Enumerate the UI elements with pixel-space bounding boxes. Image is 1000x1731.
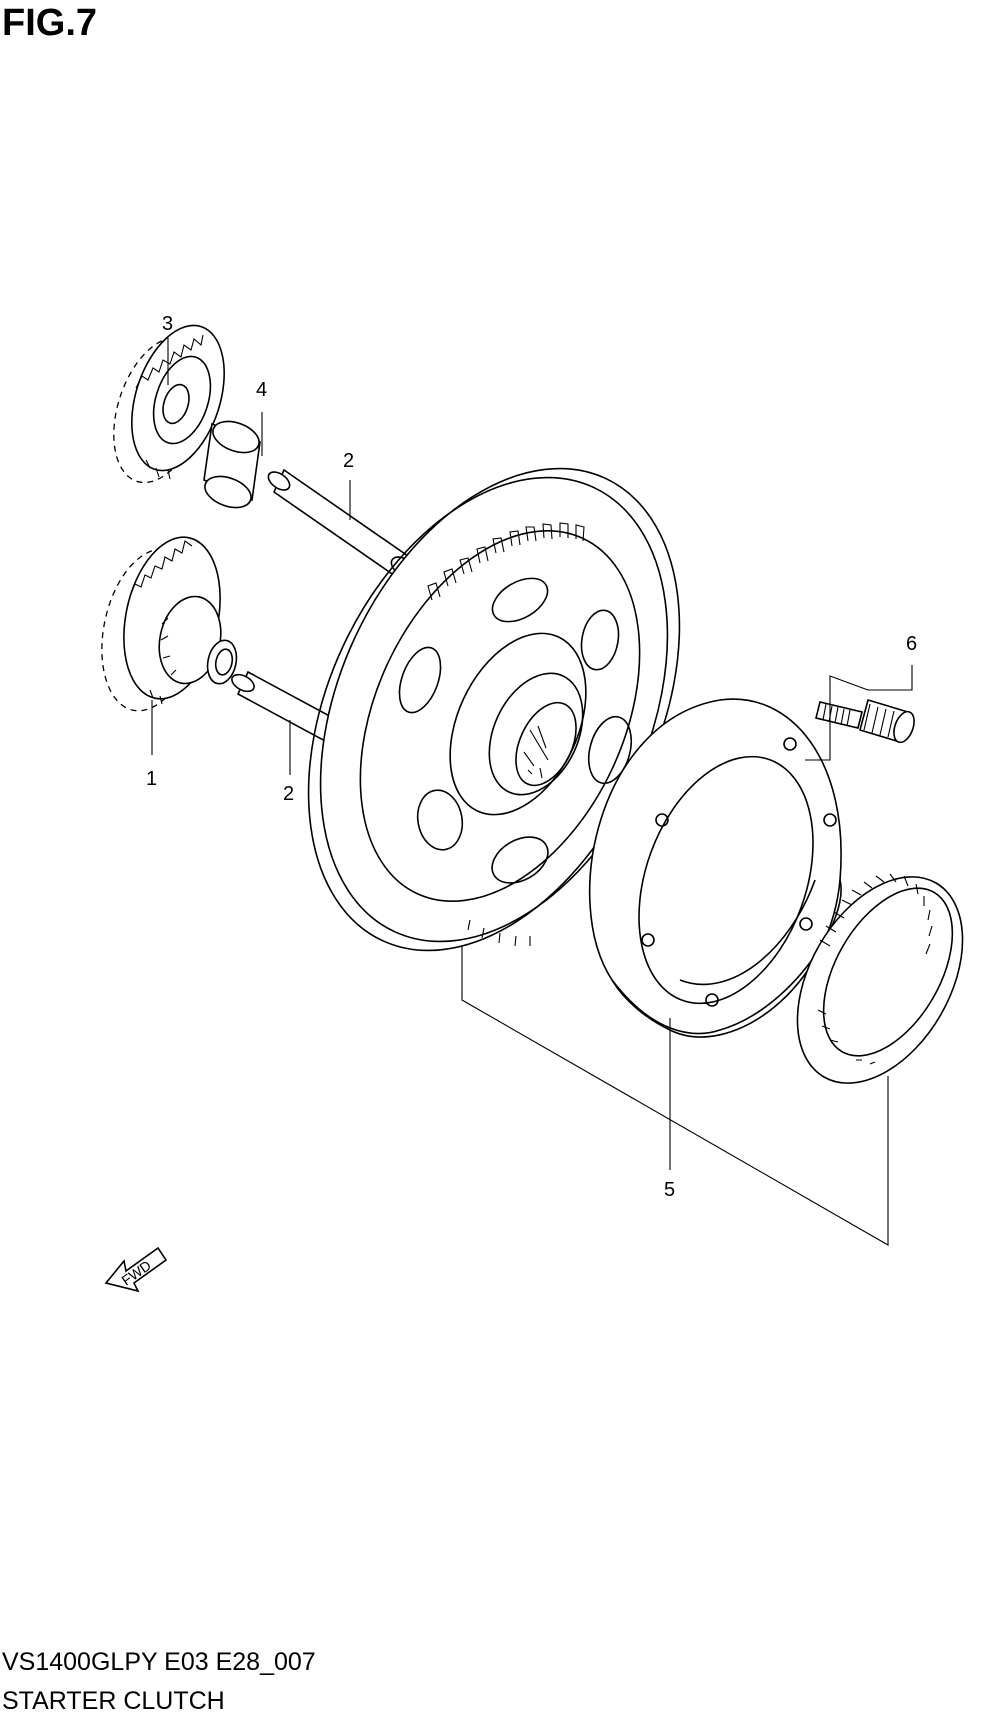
part-5-one-way-clutch[interactable] [763, 848, 996, 1112]
callout-1: 1 [146, 768, 157, 790]
callout-3: 3 [162, 313, 173, 335]
callout-2-upper: 2 [343, 450, 354, 472]
leader-lines [151, 338, 913, 1246]
part-6-bolt[interactable] [815, 698, 918, 745]
part-5-starter-driven-gear[interactable] [237, 411, 750, 1008]
part-5-clutch-housing[interactable] [588, 698, 845, 1038]
callout-4: 4 [256, 379, 267, 401]
section-name: STARTER CLUTCH [2, 1687, 225, 1715]
part-1-idle-gear-pinion[interactable] [88, 528, 240, 720]
part-3-idle-gear[interactable] [97, 314, 241, 495]
part-4-bushing[interactable] [201, 416, 264, 514]
callout-6: 6 [906, 633, 917, 655]
callout-5: 5 [664, 1179, 675, 1201]
figure-title: FIG.7 [2, 2, 98, 44]
model-code: VS1400GLPY E03 E28_007 [2, 1648, 316, 1676]
callout-2-lower: 2 [283, 783, 294, 805]
fwd-direction-arrow: FWD [104, 1246, 168, 1293]
